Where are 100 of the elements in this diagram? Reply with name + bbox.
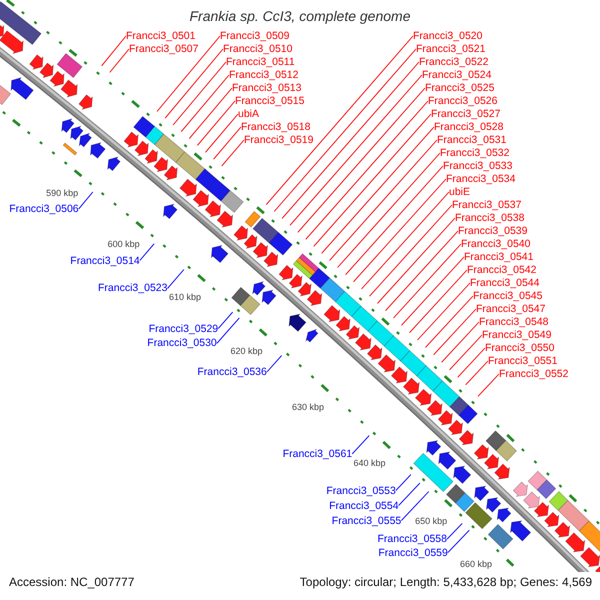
gene-label: Francci3_0550 xyxy=(485,342,554,354)
scale-label: 650 kbp xyxy=(415,516,448,526)
leader-line xyxy=(274,48,416,212)
gene-label: ubiA xyxy=(238,108,260,120)
leader-line xyxy=(221,140,244,167)
leader-line xyxy=(297,88,426,233)
gene-label: Francci3_0544 xyxy=(470,277,540,289)
leader-line xyxy=(188,88,232,140)
leader-line xyxy=(172,62,226,126)
scale-label: 610 kbp xyxy=(169,292,202,302)
leader-line xyxy=(164,48,224,119)
leader-line xyxy=(266,36,414,206)
gene-label: Francci3_0545 xyxy=(473,290,542,302)
gene-label: Francci3_0511 xyxy=(226,56,295,68)
leader-line xyxy=(400,491,430,522)
leader-line xyxy=(369,204,452,297)
gene-label: Francci3_0539 xyxy=(458,225,528,237)
gene-label: Francci3_0542 xyxy=(467,264,536,276)
leader-line xyxy=(465,360,488,386)
gene-label: Francci3_0528 xyxy=(434,121,504,133)
leader-line xyxy=(398,482,420,506)
gene-label: Francci3_0549 xyxy=(482,329,552,341)
gene-label: Francci3_0510 xyxy=(223,43,292,55)
leader-line xyxy=(393,244,462,318)
gene-label: Francci3_0521 xyxy=(416,43,486,55)
gene-label: Francci3_0555 xyxy=(332,514,402,527)
gene-label: Francci3_0513 xyxy=(232,82,302,94)
gene-label: Francci3_0558 xyxy=(378,533,447,546)
gene-label: Francci3_0536 xyxy=(197,366,267,378)
gene-label: Francci3_0540 xyxy=(461,238,530,250)
scale-label: 620 kbp xyxy=(230,346,263,356)
leader-line xyxy=(449,334,482,370)
gene-label: Francci3_0527 xyxy=(431,108,500,120)
leader-line xyxy=(321,126,434,254)
gene-label: Francci3_0507 xyxy=(129,43,198,55)
genome-info-text: Topology: circular; Length: 5,433,628 bp; Genes: 4,569 xyxy=(300,575,592,589)
leader-line xyxy=(305,100,428,240)
leader-line xyxy=(446,522,463,540)
leader-line xyxy=(457,348,486,378)
gene-label: Francci3_0553 xyxy=(326,484,396,497)
leader-line xyxy=(385,230,458,312)
gene-label: Francci3_0548 xyxy=(479,316,548,328)
gene-label: Francci3_0530 xyxy=(147,337,217,350)
gene-label: Francci3_0531 xyxy=(437,134,506,146)
leader-line xyxy=(196,100,236,146)
leader-line xyxy=(101,36,126,66)
accession-text: Accession: NC_007777 xyxy=(9,575,134,589)
scale-label: 600 kbp xyxy=(108,239,140,250)
leader-line xyxy=(425,296,474,348)
gene-label: Francci3_0525 xyxy=(425,82,494,94)
gene-label: Francci3_0551 xyxy=(488,355,558,367)
leader-line xyxy=(401,256,464,326)
leader-line xyxy=(109,48,130,73)
scale-label: 590 kbp xyxy=(46,188,78,198)
leader-line xyxy=(417,282,470,340)
gene-label: Francci3_0559 xyxy=(378,546,448,559)
gene-label: Francci3_0533 xyxy=(443,160,512,172)
scale-label: 640 kbp xyxy=(354,458,386,468)
leader-line xyxy=(409,270,468,334)
gene-label: Francci3_0554 xyxy=(329,500,399,512)
leader-line xyxy=(337,152,440,268)
title: Frankia sp. CcI3, complete genome xyxy=(190,8,410,24)
gene-label: Francci3_0519 xyxy=(244,134,314,146)
gene-label: Francci3_0506 xyxy=(9,202,79,215)
leader-line xyxy=(266,355,282,372)
gene-label: Francci3_0537 xyxy=(452,199,522,211)
gene-label: Francci3_0523 xyxy=(98,282,168,294)
leader-line xyxy=(478,374,500,397)
leader-line xyxy=(205,114,238,153)
leader-line xyxy=(167,269,184,289)
gene-label: Francci3_0524 xyxy=(422,69,492,81)
leader-line xyxy=(78,192,94,210)
leader-line xyxy=(218,312,234,330)
scale-label: 660 kbp xyxy=(460,559,492,570)
leader-line xyxy=(313,114,432,247)
gene-label: Francci3_0512 xyxy=(229,69,298,81)
scale-label: 630 kbp xyxy=(292,402,324,412)
gene-label: Francci3_0520 xyxy=(413,30,482,42)
gene-label: Francci3_0515 xyxy=(235,95,304,107)
gene-label: Francci3_0501 xyxy=(126,30,196,42)
leader-line xyxy=(395,474,412,492)
leader-line xyxy=(213,126,242,160)
gene-label: ubiE xyxy=(449,186,470,198)
gene-label: Francci3_0509 xyxy=(220,30,290,42)
leader-line xyxy=(441,322,480,363)
leader-line xyxy=(329,140,438,261)
leader-line xyxy=(353,178,446,282)
leader-line xyxy=(156,36,220,112)
gene-label: Francci3_0547 xyxy=(476,303,546,315)
leader-line xyxy=(433,308,476,356)
gene-label: Francci3_0561 xyxy=(282,448,352,460)
gene-label: Francci3_0552 xyxy=(499,368,568,380)
leader-line xyxy=(377,218,456,304)
gene-label: Francci3_0541 xyxy=(464,251,534,263)
gene-label: Francci3_0526 xyxy=(428,95,498,107)
leader-line xyxy=(290,74,422,226)
leader-line xyxy=(282,62,420,219)
gene-label: Francci3_0532 xyxy=(440,147,510,159)
leader-line xyxy=(361,192,450,290)
gene-label: Francci3_0534 xyxy=(446,173,516,185)
